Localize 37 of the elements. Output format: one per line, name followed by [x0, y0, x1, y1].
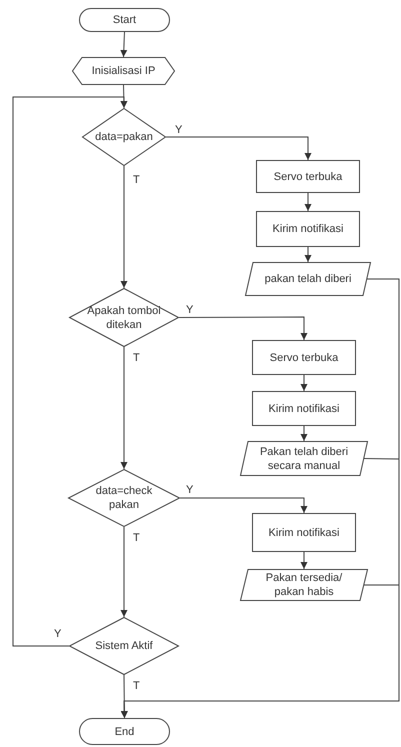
process-box: Servo terbuka — [252, 340, 356, 375]
edge-label: T — [132, 352, 141, 364]
terminator: Start — [79, 8, 170, 32]
data-parallelogram: pakan telah diberi — [245, 262, 371, 296]
arrow — [166, 136, 312, 160]
arrow — [304, 246, 312, 262]
arrow — [120, 32, 128, 58]
edge-label: Y — [185, 484, 194, 496]
arrow — [304, 192, 312, 212]
arrow — [178, 316, 308, 340]
process-box: Servo terbuka — [256, 160, 360, 193]
arrow — [120, 166, 128, 288]
arrow — [12, 96, 128, 646]
arrow — [300, 374, 308, 392]
edge-label: Y — [53, 628, 62, 640]
process-box: Kirim notifikasi — [252, 391, 356, 426]
edge-label: Y — [174, 124, 184, 136]
arrow — [180, 498, 308, 514]
data-parallelogram: Pakan telah diberi secara manual — [240, 441, 368, 476]
edge-label: T — [132, 532, 141, 544]
arrow — [300, 552, 308, 570]
data-parallelogram: Pakan tersedia/ pakan habis — [240, 569, 368, 601]
process-box: Kirim notifikasi — [256, 211, 360, 247]
arrow — [300, 426, 308, 442]
decision-diamond: Sistem Aktif — [69, 617, 179, 675]
terminator: End — [79, 718, 170, 745]
arrow — [120, 526, 128, 618]
edge-label: Y — [185, 304, 194, 316]
edge-label: T — [132, 174, 141, 186]
process-box: Kirim notifikasi — [252, 513, 356, 552]
decision-diamond: data=check pakan — [68, 469, 180, 527]
arrow — [120, 674, 128, 718]
arrow — [120, 346, 128, 470]
decision-diamond: data=pakan — [82, 108, 166, 166]
edge-label: T — [132, 680, 141, 692]
decision-diamond: Apakah tomboi ditekan — [69, 288, 179, 347]
preparation-hexagon: Inisialisasi IP — [72, 57, 175, 85]
